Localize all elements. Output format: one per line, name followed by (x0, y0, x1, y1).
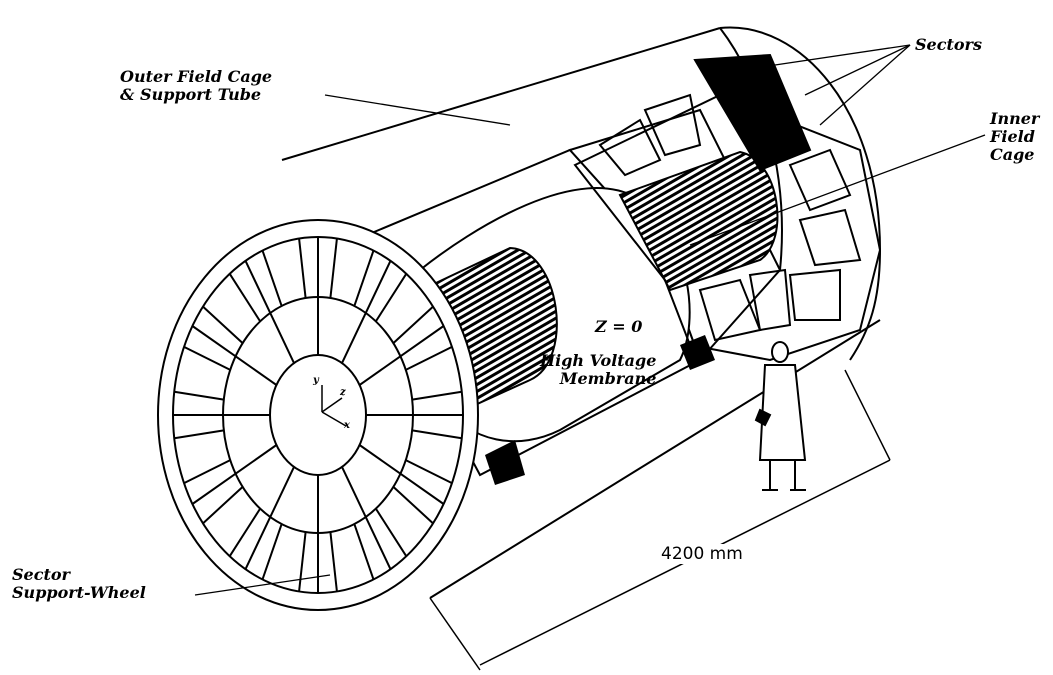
wheel-spoke-outer (228, 273, 262, 322)
near-sector-wheel (157, 219, 479, 611)
wheel-spoke-outer (405, 345, 453, 371)
wheel-spoke-outer (261, 523, 283, 580)
wheel-spoke-outer (353, 250, 375, 307)
wheel-spoke-outer (174, 429, 224, 440)
wheel-spoke-outer (353, 523, 375, 580)
wheel-spoke-outer (298, 531, 307, 592)
far-sector-wheel (573, 53, 882, 362)
label-z-zero: Z = 0 (595, 317, 643, 336)
wheel-spoke-outer (174, 390, 224, 401)
axis-label-z: z (340, 387, 346, 398)
wheel-spoke (341, 260, 392, 364)
wheel-spoke-outer (392, 305, 434, 344)
wheel-spoke-outer (183, 459, 231, 485)
wheel-spoke (341, 466, 392, 570)
wheel-spoke (358, 444, 445, 505)
wheel-spoke-outer (202, 486, 244, 525)
wheel-spoke-outer (329, 238, 338, 299)
label-inner-field-cage: Inner Field Cage (990, 109, 1040, 164)
label-hv-membrane: High Voltage Membrane (540, 351, 657, 388)
wheel-spoke-outer (412, 429, 462, 440)
label-sector-support-wheel: Sector Support-Wheel (12, 565, 146, 602)
outer-support-tube (281, 26, 882, 599)
wheel-spoke-outer (202, 305, 244, 344)
wheel-spoke (191, 444, 278, 505)
wheel-spoke-outer (329, 531, 338, 592)
wheel-spoke-outer (228, 508, 262, 557)
wheel-spoke-outer (374, 273, 408, 322)
wheel-spoke (358, 325, 445, 386)
leader-lines (194, 44, 986, 596)
wheel-spoke-outer (298, 238, 307, 299)
wheel-spoke-outer (183, 345, 231, 371)
label-sectors: Sectors (915, 35, 982, 54)
wheel-spoke-outer (261, 250, 283, 307)
wheel-spoke (244, 260, 295, 364)
wheel-spoke-outer (392, 486, 434, 525)
axis-indicator (321, 385, 347, 427)
wheel-spoke-outer (405, 459, 453, 485)
wheel-spoke-outer (374, 508, 408, 557)
dimension-label: 4200 mm (658, 544, 746, 564)
label-outer-field-cage: Outer Field Cage & Support Tube (120, 67, 273, 104)
wheel-spoke-outer (412, 390, 462, 401)
wheel-spoke (244, 466, 295, 570)
person-figure (754, 341, 807, 491)
axis-label-x: x (344, 420, 350, 431)
axis-label-y: y (313, 375, 319, 386)
wheel-spoke (191, 325, 278, 386)
